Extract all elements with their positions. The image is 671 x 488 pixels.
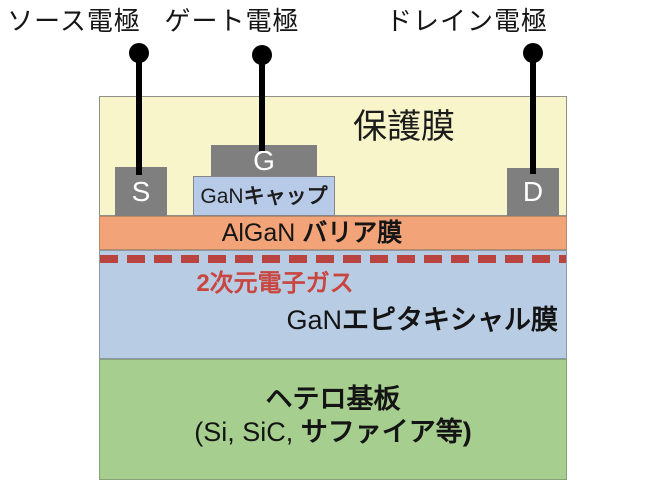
drain-electrode-callout-label: ドレイン電極 [385, 6, 549, 36]
drain-electrode-letter: D [522, 176, 544, 207]
two-deg-label: 2次元電子ガス [196, 270, 354, 297]
drain-terminal-wire [530, 53, 536, 174]
gan-epi-layer [99, 250, 567, 359]
substrate-layer [99, 359, 567, 480]
source-terminal-wire [136, 53, 142, 175]
source-electrode-callout-label: ソース電極 [7, 6, 141, 36]
substrate-subtitle-jp: サファイア等) [300, 417, 472, 447]
barrier-label-jp: バリア膜 [302, 219, 403, 247]
gate-electrode-callout-label: ゲート電極 [164, 6, 300, 36]
source-terminal-dot-icon [129, 43, 149, 63]
drain-terminal-dot-icon [523, 43, 543, 63]
substrate-subtitle-latin: (Si, SiC, [194, 417, 301, 447]
epi-label-jp: エピタキシャル膜 [342, 305, 558, 335]
gate-terminal-wire [259, 55, 265, 151]
substrate-title: ヘテロ基板 [265, 384, 401, 414]
substrate-subtitle: (Si, SiC, サファイア等) [99, 419, 567, 446]
barrier-label-latin: AlGaN [221, 219, 303, 247]
gate-terminal-dot-icon [252, 45, 272, 65]
source-electrode-letter: S [131, 175, 151, 207]
epi-label-latin: GaN [286, 305, 342, 335]
source-electrode: S [115, 167, 167, 216]
barrier-label: AlGaN バリア膜 [222, 221, 403, 246]
algan-barrier-layer [99, 216, 567, 250]
gate-electrode-letter: G [253, 144, 275, 176]
two-deg-dashed-line [100, 255, 566, 263]
gan-cap-label-jp: キャップ [243, 184, 328, 208]
drain-electrode: D [507, 168, 559, 216]
passivation-label: 保護膜 [353, 108, 455, 146]
epi-label: GaNエピタキシャル膜 [286, 307, 558, 334]
gan-cap-label-latin: GaN [200, 184, 244, 208]
